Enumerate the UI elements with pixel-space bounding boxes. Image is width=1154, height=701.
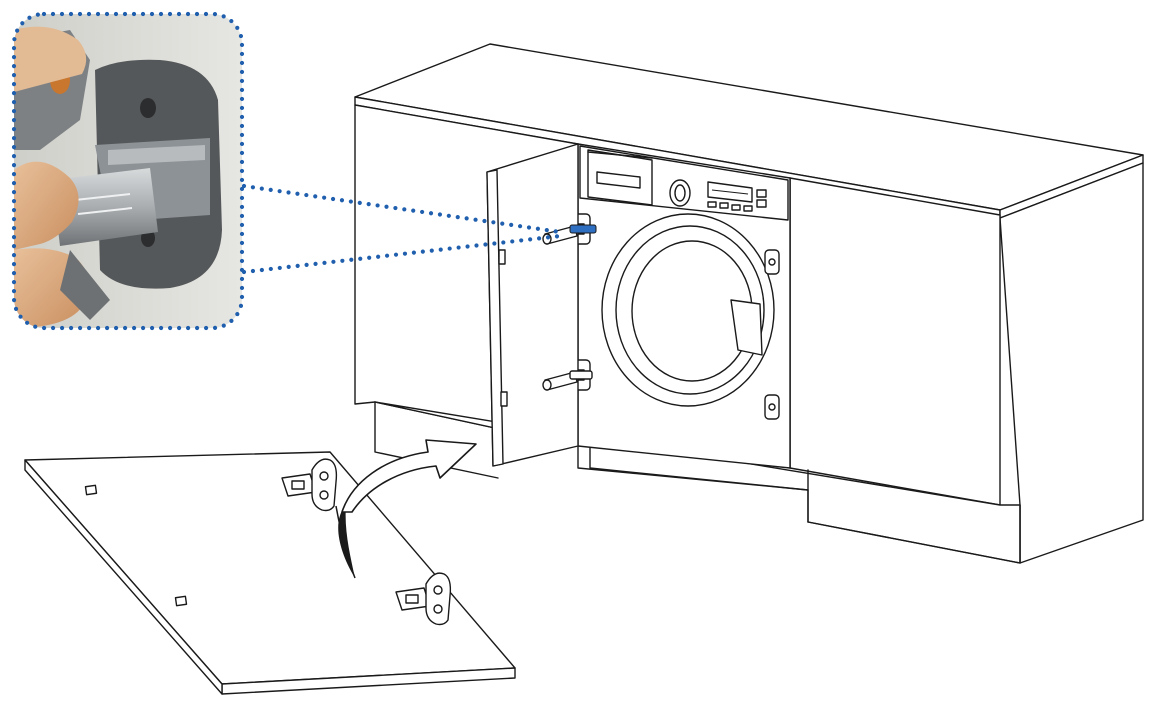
panel-button	[707, 201, 717, 208]
hand-fingers	[14, 161, 79, 250]
callout-connector	[241, 183, 563, 275]
panel-button	[756, 199, 767, 208]
panel-hinge-upper	[281, 458, 338, 512]
door-handle	[730, 299, 763, 356]
hinge-detail-photo	[11, 11, 245, 331]
arrow-body	[341, 439, 477, 513]
panel-button	[756, 189, 767, 198]
upper-hinge	[542, 224, 597, 245]
arrow-shadow-tail	[338, 505, 355, 578]
panel-button	[731, 204, 741, 211]
washing-machine	[571, 143, 791, 469]
machine-hinge-plate	[764, 249, 780, 275]
callout-frame	[11, 11, 245, 331]
panel-button	[743, 205, 753, 212]
door-panel-edge	[486, 169, 504, 467]
machine-hinge-plate	[764, 394, 780, 420]
panel-hinge-lower	[395, 572, 452, 626]
panel-top-face	[24, 451, 516, 685]
hinge-lever	[52, 168, 158, 246]
right-cabinet-front	[789, 177, 1001, 506]
cabinet-side	[999, 162, 1144, 564]
panel-button	[719, 202, 729, 209]
lower-hinge	[542, 370, 593, 391]
curved-arrow-icon	[335, 439, 477, 579]
loose-door-panel	[24, 451, 516, 695]
drawer-handle	[596, 171, 641, 189]
panel-left-edge	[24, 459, 223, 695]
